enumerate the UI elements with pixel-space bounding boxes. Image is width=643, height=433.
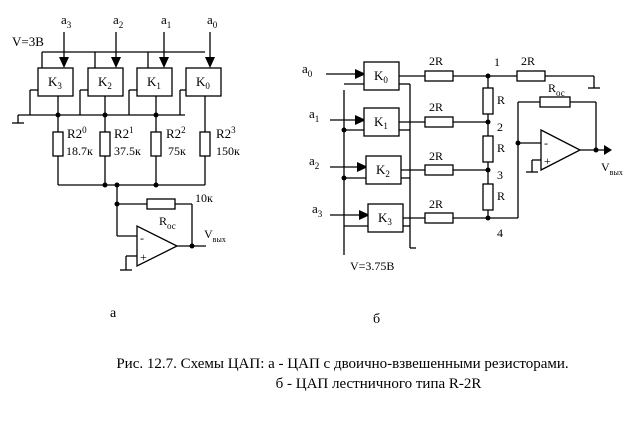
resistor-b-r-2 [482,135,494,163]
node-1: 1 [494,55,500,69]
switch-k2-label: K2 [98,74,112,91]
switch-b-k2-label: K2 [376,162,390,179]
supply-label-a: V=3B [12,34,44,49]
resistor-b-2r-0 [424,70,454,82]
switch-b-k1-label: K1 [374,114,388,131]
resistor-b-2r-1-label: 2R [429,100,443,114]
switch-k1-label: K1 [147,74,161,91]
resistor-r23-label: R23 [216,125,236,141]
figure-a-letter: а [110,306,117,321]
resistor-b-2r-2-label: 2R [429,149,443,163]
supply-label-b: V=3.75B [350,259,394,273]
node-2: 2 [497,120,503,134]
resistor-b-r-3-label: R [497,189,505,203]
opamp-b [540,128,582,172]
figure-b-letter: б [373,312,380,327]
resistor-b-top-label: 2R [521,54,535,68]
input-a2: a2 [113,12,123,30]
input-a1: a1 [161,12,171,30]
feedback-value-a: 10к [195,191,213,205]
resistor-r20 [52,131,64,157]
input-b-a1: a1 [309,106,319,124]
switch-b-k1 [363,107,400,137]
input-b-a0: a0 [302,61,313,79]
resistor-b-2r-3-label: 2R [429,197,443,211]
resistor-r23 [199,131,211,157]
diagram-b: V=3.75B a0 a1 a2 a3 K0 K1 K2 K3 [302,54,623,327]
node-3: 3 [497,168,503,182]
resistor-b-r-1 [482,87,494,115]
output-label-b: Vвых [601,160,623,177]
caption-line-1: Рис. 12.7. Схемы ЦАП: а - ЦАП с двоично-… [116,356,569,372]
switch-b-k0 [363,61,400,91]
node-4: 4 [497,226,503,240]
input-b-a3: a3 [312,201,323,219]
feedback-resistor-a [146,198,176,210]
opamp-a-minus: - [140,231,144,245]
resistor-b-r-2-label: R [497,141,505,155]
switch-b-k2 [365,155,402,185]
switch-k3-label: K3 [48,74,62,91]
opamp-b-minus: - [544,136,548,150]
figure-caption: Рис. 12.7. Схемы ЦАП: а - ЦАП с двоично-… [0,354,643,394]
switch-k1 [136,67,173,97]
switch-k0 [185,67,222,97]
output-label-a: Vвых [204,227,226,244]
opamp-b-plus: + [544,154,551,168]
switch-b-k3-label: K3 [378,210,392,227]
input-a0: a0 [207,12,218,30]
switch-k3 [37,67,74,97]
input-a3: a3 [61,12,72,30]
resistor-r22-value: 75к [168,144,186,158]
opamp-a-plus: + [140,250,147,264]
resistor-b-r-1-label: R [497,93,505,107]
feedback-label-b: Rос [548,81,565,98]
resistor-r21 [99,131,111,157]
resistor-r22 [150,131,162,157]
resistor-b-2r-0-label: 2R [429,54,443,68]
switch-k0-label: K0 [196,74,210,91]
resistor-r20-label: R20 [67,125,87,141]
resistor-r21-value: 37.5к [114,144,141,158]
resistor-b-2r-1 [424,116,454,128]
input-b-a2: a2 [309,153,319,171]
resistor-r23-value: 150к [216,144,240,158]
resistor-r20-value: 18.7к [66,144,93,158]
resistor-b-top-2r [516,70,546,82]
resistor-r21-label: R21 [114,125,134,141]
resistor-b-2r-2 [424,164,454,176]
resistor-b-r-3 [482,183,494,211]
feedback-resistor-b [539,96,571,108]
caption-line-2: б - ЦАП лестничного типа R-2R [275,376,482,392]
switch-b-k0-label: K0 [374,68,388,85]
feedback-label-a: Rос [159,214,176,231]
opamp-a [136,224,179,268]
resistor-b-2r-3 [424,212,454,224]
resistor-r22-label: R22 [166,125,186,141]
diagram-a: V=3B a3 a2 a1 a0 K3 K2 K1 K0 [12,12,240,321]
